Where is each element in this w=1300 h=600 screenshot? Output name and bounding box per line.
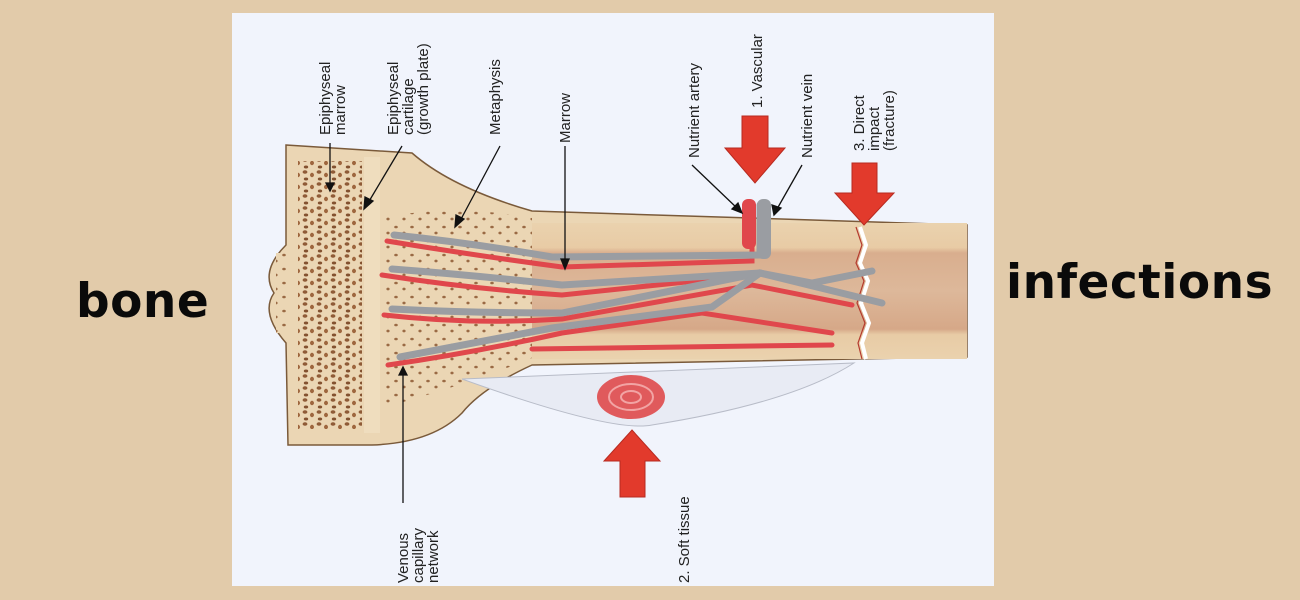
direct-impact-arrow-icon [833, 162, 896, 226]
label-epiphyseal-cartilage: Epiphysealcartilage(growth plate) [385, 43, 432, 135]
soft-tissue-illustration [461, 362, 856, 427]
label-nutrient-vein: Nutrient vein [799, 74, 816, 158]
diagram-labels: Epiphysealmarrow Epiphysealcartilage(gro… [317, 34, 898, 583]
label-vascular: 1. Vascular [749, 34, 766, 108]
vascular-arrow-icon [723, 115, 787, 184]
label-venous-capillary-network: Venouscapillarynetwork [395, 527, 442, 583]
soft-tissue-arrow-icon [602, 429, 662, 498]
label-epiphyseal-marrow: Epiphysealmarrow [317, 62, 349, 135]
label-marrow: Marrow [557, 93, 574, 143]
nutrient-vein-vessel [757, 199, 771, 259]
label-direct-impact: 3. Directimpact(fracture) [851, 90, 898, 151]
label-nutrient-artery: Nutrient artery [686, 62, 703, 158]
bone-illustration [268, 144, 968, 446]
nutrient-artery-vessel [742, 199, 756, 249]
blood-vessels [379, 199, 886, 368]
title-word-bone: bone [76, 274, 210, 329]
title-word-infections: infections [1006, 255, 1274, 310]
fracture-line [857, 226, 872, 360]
leader-lines [324, 143, 803, 503]
bone-infection-diagram: Epiphysealmarrow Epiphysealcartilage(gro… [232, 13, 994, 586]
label-metaphysis: Metaphysis [487, 59, 504, 135]
label-soft-tissue: 2. Soft tissue [676, 496, 693, 583]
soft-tissue-abscess [597, 375, 665, 419]
